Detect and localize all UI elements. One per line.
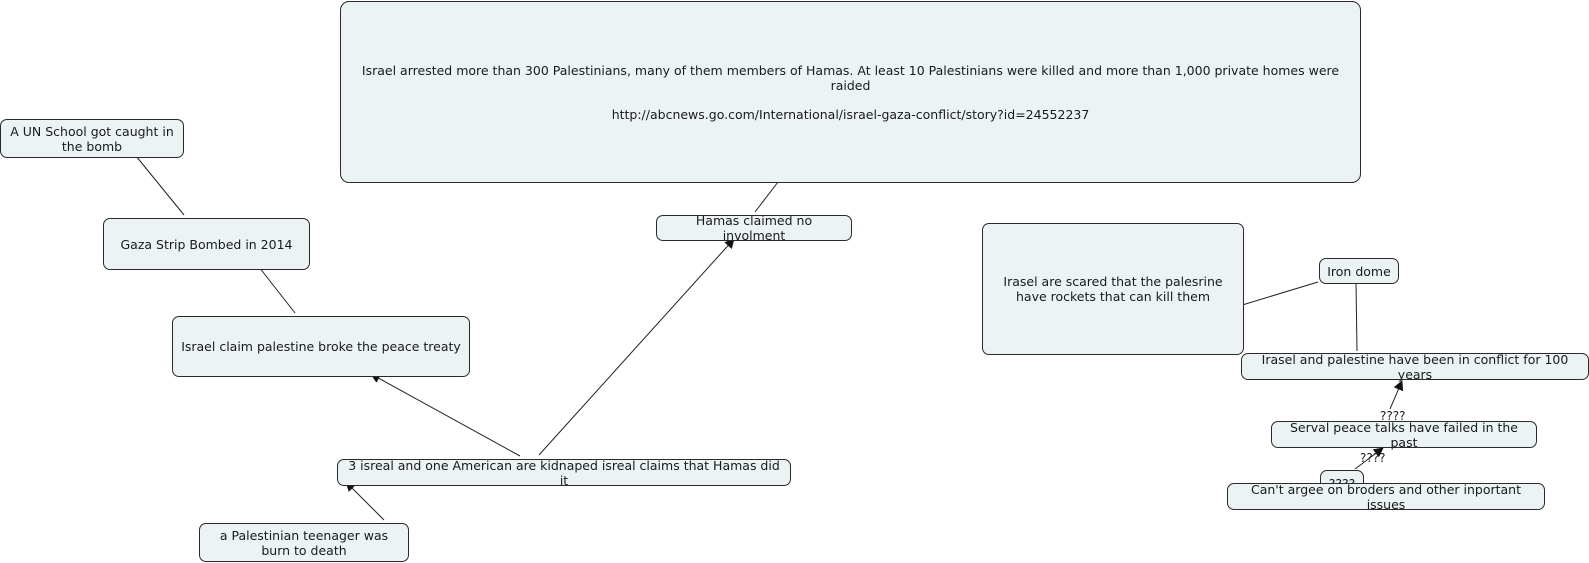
node-un-school[interactable]: A UN School got caught in the bomb	[0, 119, 184, 158]
node-teen[interactable]: a Palestinian teenager was burn to death	[199, 523, 409, 562]
node-iron-dome[interactable]: Iron dome	[1319, 258, 1399, 284]
link-news-hamas-claim	[754, 181, 779, 213]
node-conflict[interactable]: Irasel and palestine have been in confli…	[1241, 352, 1589, 382]
link-gaza-peace-treaty	[258, 266, 296, 314]
node-scared[interactable]: Irasel are scared that the palesrine hav…	[982, 223, 1244, 355]
node-kidnap[interactable]: 3 isreal and one American are kidnaped i…	[337, 458, 791, 488]
news-report-link[interactable]: http://abcnews.go.com/International/isra…	[611, 106, 1090, 122]
link-iron-dome-conflict	[1355, 281, 1358, 352]
arrow-talks-conflict	[1389, 380, 1404, 410]
node-borders[interactable]: Can't argee on broders and other inporta…	[1227, 482, 1545, 512]
link-un-school-gaza	[135, 155, 185, 216]
arrow-kidnap-hamas-claim	[538, 238, 735, 456]
node-news-report[interactable]: Israel arrested more than 300 Palestinia…	[340, 1, 1361, 183]
node-gaza-bombed[interactable]: Gaza Strip Bombed in 2014	[103, 218, 310, 270]
node-peace-talks[interactable]: Serval peace talks have failed in the pa…	[1271, 420, 1537, 450]
link-scared-iron-dome	[1238, 281, 1319, 307]
arrow-borders-talks	[1354, 447, 1384, 470]
link-label-borders-talks: ????	[1360, 451, 1386, 465]
arrow-kidnap-peace-treaty	[370, 373, 521, 457]
news-report-text: Israel arrested more than 300 Palestinia…	[361, 62, 1340, 93]
node-hamas-claim[interactable]: Hamas claimed no involment	[656, 213, 852, 243]
node-peace-treaty[interactable]: Israel claim palestine broke the peace t…	[172, 316, 470, 377]
link-label-talks-conflict: ????	[1380, 409, 1406, 423]
arrow-teen-kidnap	[345, 481, 385, 521]
